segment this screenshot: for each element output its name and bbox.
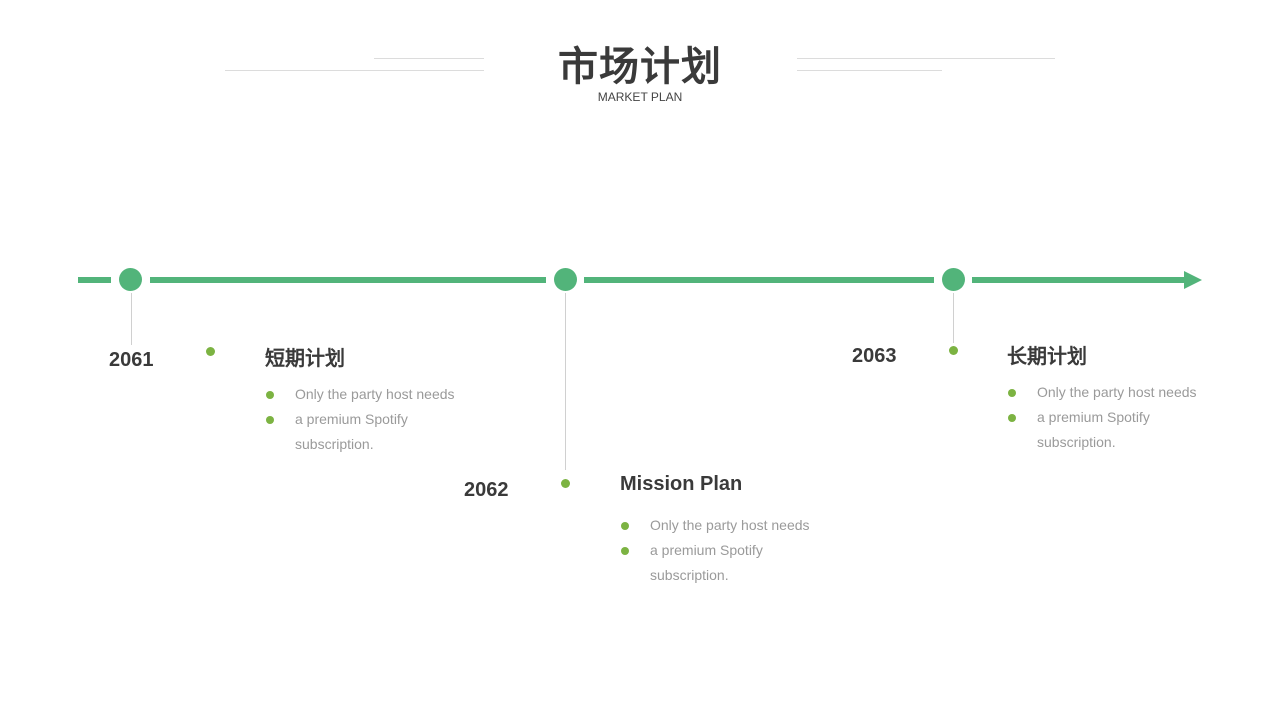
description-line: Only the party host needs — [1037, 384, 1197, 400]
description-line: subscription. — [295, 436, 374, 452]
description-line: a premium Spotify — [650, 542, 763, 558]
connector-line — [953, 293, 954, 343]
timeline-segment — [972, 277, 1186, 283]
description-line: Only the party host needs — [295, 386, 455, 402]
milestone-title: 长期计划 — [1007, 344, 1087, 368]
description-line: subscription. — [1037, 434, 1116, 450]
divider — [797, 70, 942, 71]
page-title: 市场计划 — [558, 44, 722, 90]
timeline-node — [119, 268, 142, 291]
bullet-dot — [266, 391, 274, 399]
arrow-right-icon — [1184, 271, 1202, 289]
bullet-dot — [561, 479, 570, 488]
milestone-title: Mission Plan — [620, 473, 743, 495]
bullet-dot — [1008, 389, 1016, 397]
milestone-year: 2061 — [109, 349, 154, 371]
connector-line — [131, 293, 132, 345]
description-line: a premium Spotify — [295, 411, 408, 427]
milestone-description: Only the party host needs a premium Spot… — [1037, 380, 1197, 455]
milestone-description: Only the party host needs a premium Spot… — [650, 513, 810, 588]
bullet-dot — [266, 416, 274, 424]
bullet-dot — [949, 346, 958, 355]
page-subtitle: MARKET PLAN — [597, 90, 683, 104]
milestone-description: Only the party host needs a premium Spot… — [295, 382, 455, 457]
timeline-node — [942, 268, 965, 291]
milestone-year: 2063 — [852, 345, 897, 367]
milestone-title: 短期计划 — [265, 346, 345, 370]
timeline-segment — [584, 277, 934, 283]
milestone-year: 2062 — [464, 479, 509, 501]
divider — [797, 58, 1055, 59]
timeline-node — [554, 268, 577, 291]
divider — [225, 70, 484, 71]
connector-line — [565, 293, 566, 470]
description-line: subscription. — [650, 567, 729, 583]
divider — [374, 58, 484, 59]
bullet-dot — [206, 347, 215, 356]
timeline-segment — [150, 277, 546, 283]
bullet-dot — [621, 522, 629, 530]
timeline-segment — [78, 277, 111, 283]
description-line: Only the party host needs — [650, 517, 810, 533]
bullet-dot — [621, 547, 629, 555]
description-line: a premium Spotify — [1037, 409, 1150, 425]
bullet-dot — [1008, 414, 1016, 422]
